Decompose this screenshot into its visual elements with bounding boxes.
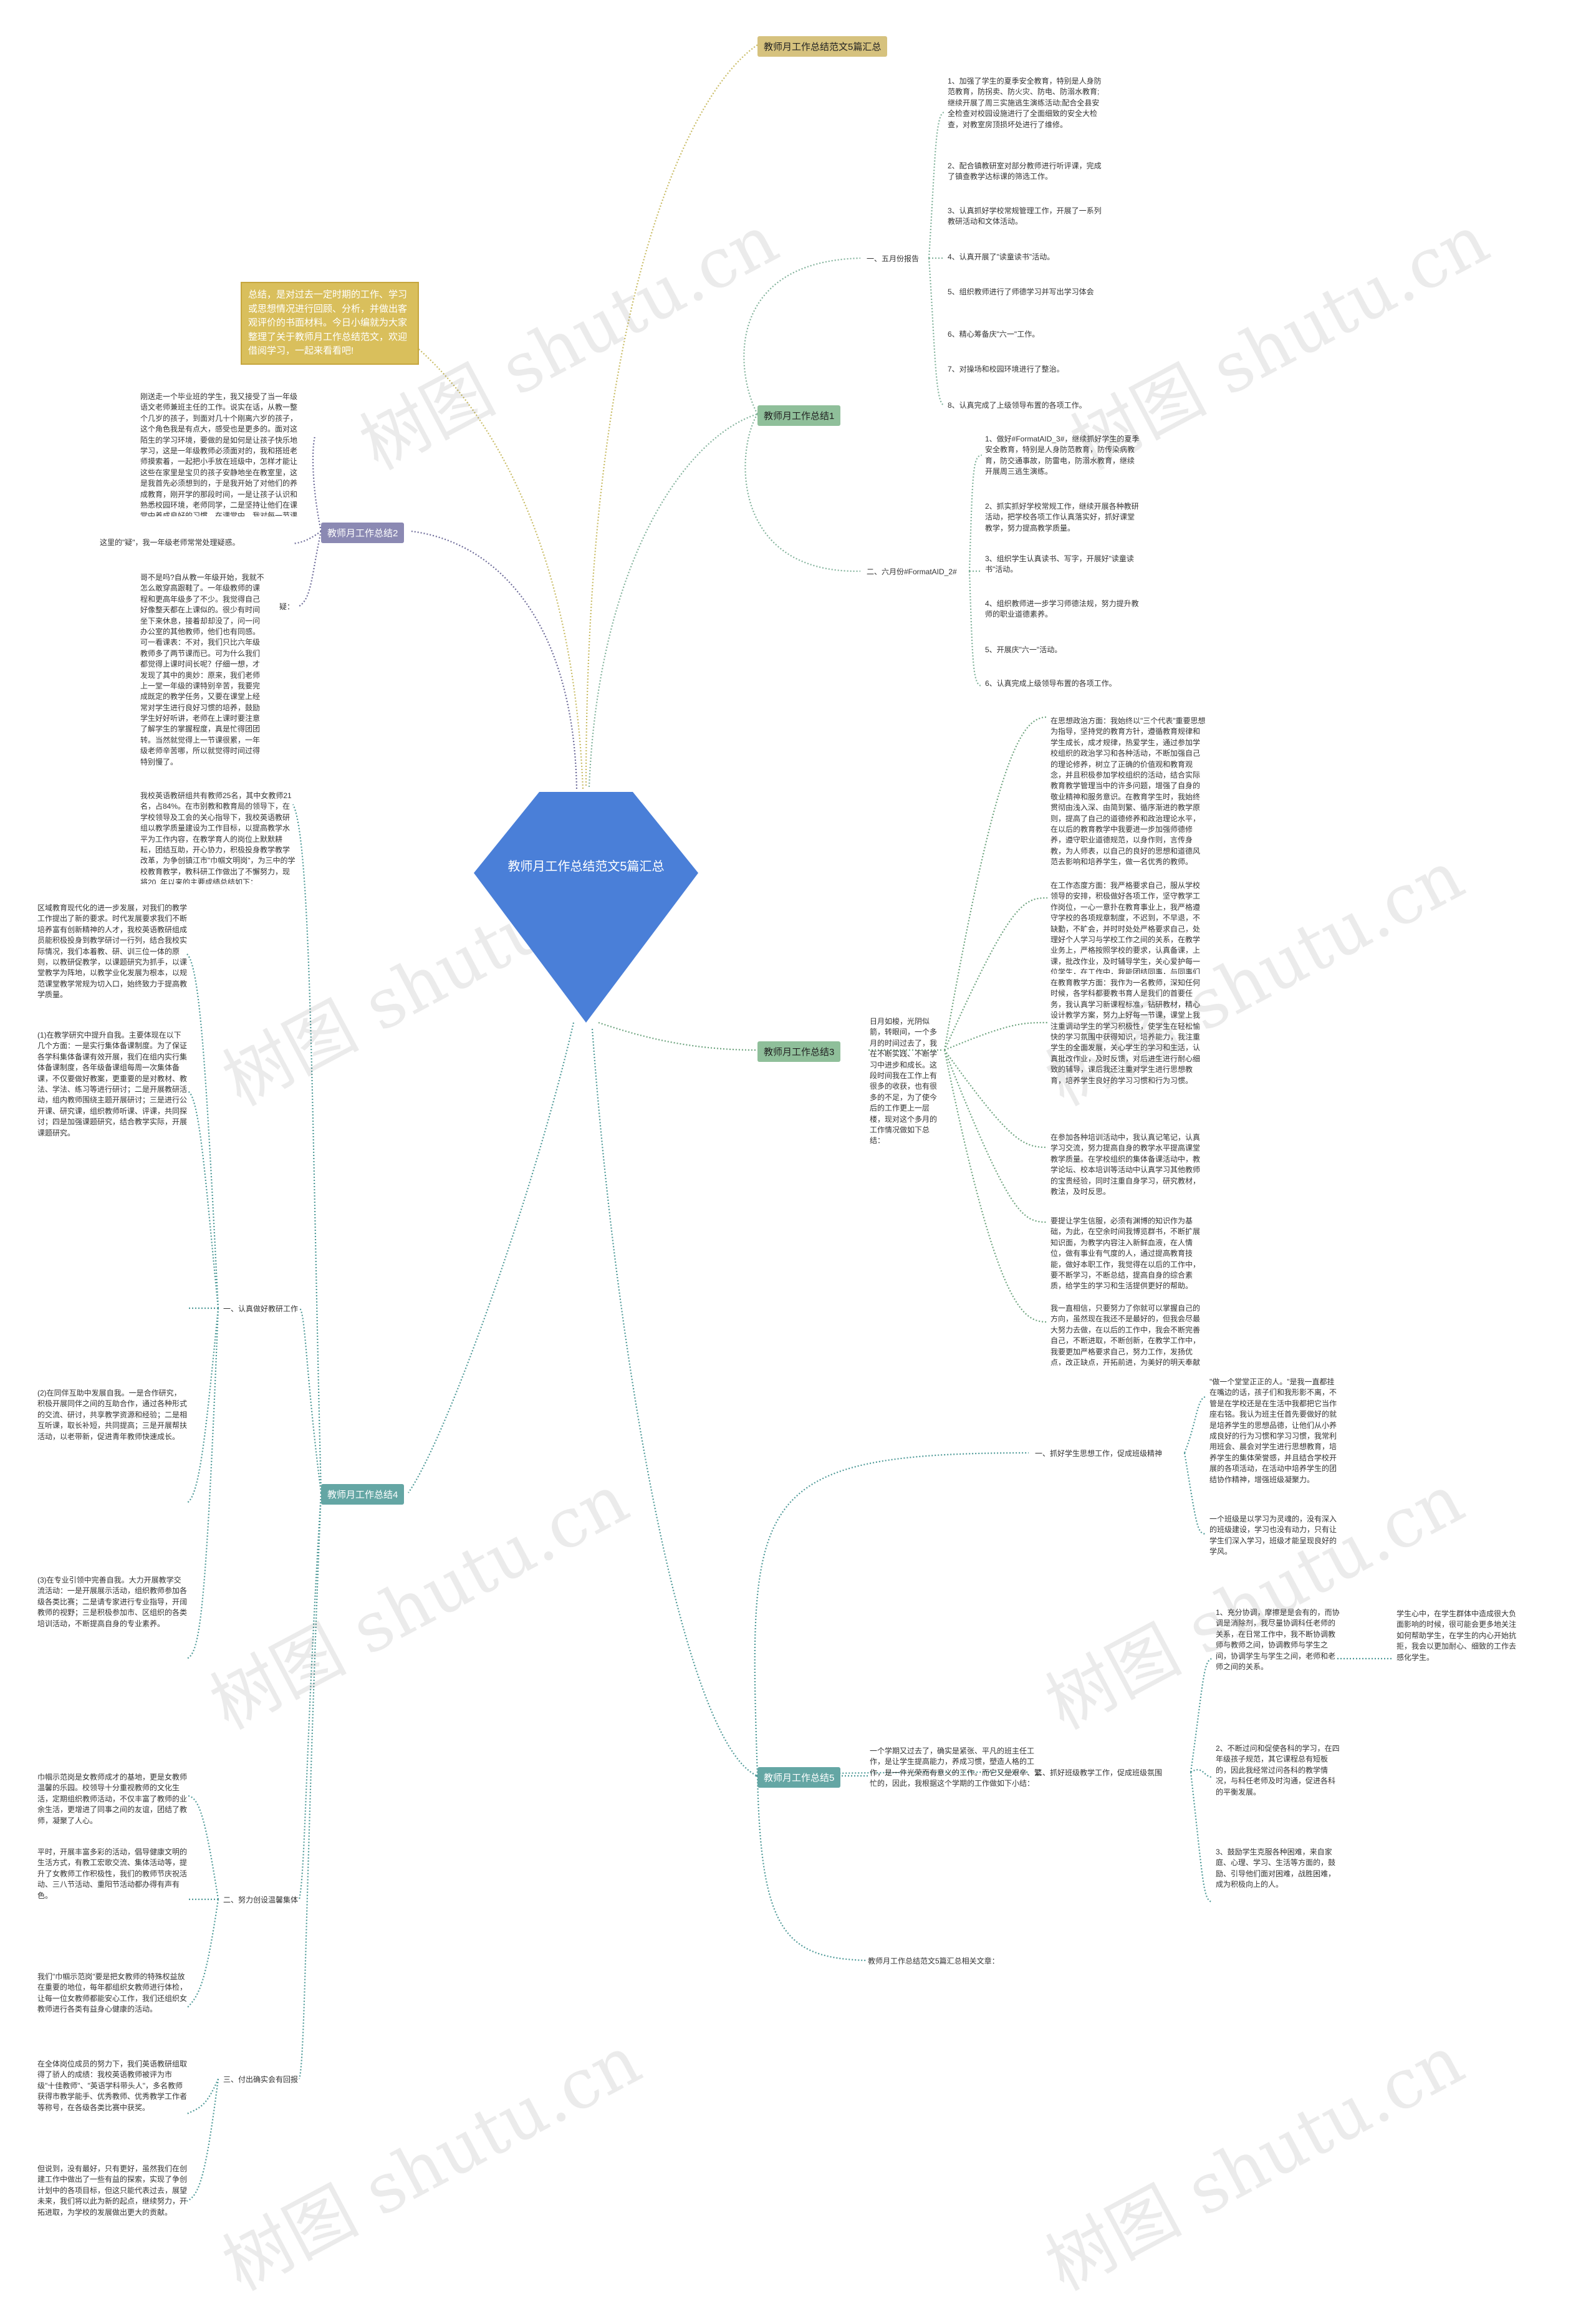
link-b4-s1: [186, 953, 219, 1659]
b5-intro: 一个学期又过去了，确实是紧张、平凡的班主任工作，是让学生提高能力，养成习惯，塑造…: [870, 1747, 1042, 1788]
b1-s1-item: 2、配合镇教研室对部分教师进行听评课，完成了镇查教学达标课的筛选工作。: [948, 161, 1102, 181]
b4-intro: 我校英语教研组共有教师25名，其中女教师21名，占84%。在市别教和教育局的领导…: [140, 791, 296, 884]
b5-teaching-label[interactable]: 二、抓好班级教学工作，促成班级氛围: [1035, 1768, 1163, 1777]
link-b4-intro: [292, 804, 322, 1493]
link-root-b3: [598, 1021, 758, 1051]
b1-s1-item: 1、加强了学生的夏季安全教育，特别是人身防范教育，防拐卖、防火灾、防电、防溺水教…: [948, 77, 1102, 129]
b4-research-label[interactable]: 一、认真做好教研工作: [223, 1304, 299, 1313]
b4-s2-item: 我们"巾帼示范岗"要是把女教师的特殊权益放在重要的地位，每年都组织女教师进行体检…: [37, 1972, 187, 2014]
b5-s1-item: 一个班级是以学习为灵魂的，没有深入的班级建设，学习也没有动力，只有让学生们深入学…: [1209, 1515, 1337, 1556]
b4-s1-item: (3)在专业引领中完善自我。大力开展教学交流活动：一是开展展示活动，组织教师参加…: [37, 1576, 187, 1628]
link-b1-sub2: [744, 413, 861, 572]
link-root-b5: [591, 1028, 758, 1777]
b3-para: 在参加各种培训活动中，我认真记笔记，认真学习交流，努力提高自身的教学水平提高课堂…: [1050, 1133, 1201, 1196]
branch-summary-2[interactable]: 教师月工作总结2: [321, 523, 405, 543]
b3-para: 在教育教学方面：我作为一名教师，深知任何时候，各学科都要教书育人是我们的首要任务…: [1050, 978, 1201, 1085]
b1-s1-item: 7、对操场和校园环境进行了整治。: [948, 365, 1064, 374]
link-root-b2: [411, 530, 578, 789]
link-b4-sub1: [299, 1307, 322, 1493]
b5-s2-item: 3、鼓励学生克服各种困难，来自家庭、心理、学习、生活等方面的，鼓励、引导他们面对…: [1216, 1848, 1336, 1889]
b4-collective-label[interactable]: 二、努力创设温馨集体: [223, 1896, 299, 1904]
link-root-intro: [403, 336, 584, 789]
branch-summary-4[interactable]: 教师月工作总结4: [321, 1484, 405, 1505]
b5-s2-item: 1、充分协调，摩擦是是会有的，而协调是消除剂，我尽量协调科任老师的关系，在日常工…: [1216, 1608, 1340, 1671]
b5-aside: 学生心中，在学生群体中造成很大负面影响的时候，很可能会更多地关注如何帮助学生，在…: [1396, 1609, 1517, 1662]
link-b2-t1: [312, 436, 322, 532]
b2-text-3: 哥不是吗?自从教一年级开始，我就不怎么敢穿高跟鞋了。一年级教师的课程和更高年级多…: [140, 573, 264, 766]
b1-s2-item: 5、开展庆"六一"活动。: [985, 645, 1062, 654]
link-b4-s2: [186, 1795, 219, 2008]
branch-summary-3[interactable]: 教师月工作总结3: [757, 1041, 841, 1062]
b4-reward-label[interactable]: 三、付出确实会有回报: [223, 2075, 299, 2084]
b1-s2-item: 1、做好#FormatAID_3#，继续抓好学生的夏季安全教育，特别是人身防范教…: [985, 435, 1140, 476]
b2-text-2: 这里的"疑"，我一年级老师常常处理疑惑。: [100, 538, 240, 547]
b1-s1-item: 8、认真完成了上级领导布置的各项工作。: [948, 401, 1087, 410]
root-node[interactable]: 教师月工作总结范文5篇汇总: [424, 786, 748, 1035]
b3-para: 在工作态度方面：我严格要求自己，服从学校领导的安排，积极做好各项工作，坚守教学工…: [1050, 881, 1201, 974]
root-title: 教师月工作总结范文5篇汇总: [507, 860, 665, 874]
link-b1-sub1: [743, 257, 861, 415]
b4-s1-item: 区域教育现代化的进一步发展，对我们的教学工作提出了新的要求。时代发展要求我们不断…: [37, 904, 187, 1000]
b1-s2-item: 2、抓实抓好学校常规工作，继续开展各种教研活动，把学校各项工作认真落实好，抓好课…: [985, 502, 1139, 533]
b1-s1-item: 6、精心筹备庆"六一"工作。: [948, 330, 1040, 339]
branch-summary-1[interactable]: 教师月工作总结1: [757, 405, 841, 426]
link-b5-s2: [1190, 1657, 1213, 1903]
b4-s1-item: (1)在教学研究中提升自我。主要体现在以下几个方面：一是实行集体备课制度。为了保…: [37, 1031, 187, 1137]
b3-intro: 日月如梭，光阴似箭，转眼间，一个多月的时间过去了，我在不断实践、不断学习中进步和…: [870, 1017, 938, 1145]
link-b4-s3: [186, 2078, 219, 2202]
link-b1-s2: [968, 454, 983, 687]
link-b3-paras: [943, 716, 1048, 1323]
branch-summary-5[interactable]: 教师月工作总结5: [757, 1767, 841, 1788]
b1-s1-item: 5、组织教师进行了师德学习并写出学习体会: [948, 287, 1094, 296]
b4-s2-item: 巾帼示范岗是女教师成才的基地，更是女教师温馨的乐园。校领导十分重视教师的文化生活…: [37, 1773, 187, 1825]
b1-s1-item: 3、认真抓好学校常规管理工作，开展了一系列教研活动和文体活动。: [948, 206, 1102, 226]
b5-s1-item: "做一个堂堂正正的人。"是我一直都挂在嘴边的话，孩子们和我形影不离，不管是在学校…: [1209, 1377, 1337, 1484]
b1-s2-item: 4、组织教师进一步学习师德法规，努力提升教师的职业道德素养。: [985, 599, 1139, 619]
link-root-b1: [588, 413, 758, 788]
link-b1-s1: [928, 111, 945, 407]
b1-s2-item: 6、认真完成上级领导布置的各项工作。: [985, 679, 1117, 688]
link-root-b4: [408, 1022, 575, 1493]
b2-doubt-label[interactable]: 疑：: [279, 602, 295, 611]
b5-related-label[interactable]: 教师月工作总结范文5篇汇总相关文章：: [868, 1957, 999, 1965]
b5-s2-item: 2、不断过问和促使各科的学习，在四年级孩子规范，其它课程总有短板的，因此我经常过…: [1216, 1744, 1340, 1796]
intro-summary-box[interactable]: 总结，是对过去一定时期的工作、学习或思想情况进行回顾、分析，并做出客观评价的书面…: [241, 282, 419, 365]
b1-may-report[interactable]: 一、五月份报告: [867, 254, 920, 263]
b4-s3-item: 但说到，没有最好，只有更好，虽然我们在创建工作中做出了一些有益的探索，实现了争创…: [37, 2164, 187, 2217]
link-b5-more: [756, 1775, 867, 1962]
b2-text-1: 刚送走一个毕业班的学生，我又接受了当一年级语文老师兼班主任的工作。说实在话，从教…: [140, 392, 298, 516]
link-root-b0: [585, 44, 758, 786]
link-b2-t2: [292, 531, 322, 545]
b4-s1-item: (2)在同伴互助中发展自我。一是合作研究，积极开展同伴之间的互助合作，通过各种形…: [37, 1389, 187, 1441]
link-b4-sub2: [298, 1492, 322, 1900]
b4-s2-item: 平时，开展丰富多彩的活动，倡导健康文明的生活方式，有教工宏歌交流、集体活动等，提…: [37, 1848, 187, 1900]
b1-june-plan[interactable]: 二、六月份#FormatAID_2#: [867, 567, 957, 576]
link-b5-s1: [1183, 1396, 1207, 1535]
link-b5-sub1: [754, 1452, 1029, 1776]
branch-summary-collection[interactable]: 教师月工作总结范文5篇汇总: [757, 36, 888, 57]
b3-para: 我一直相信，只要努力了你就可以掌握自己的方向，虽然现在我还不是最好的，但我会尽最…: [1050, 1304, 1201, 1366]
root-shape: [474, 792, 698, 1023]
b3-para: 要提让学生信服，必须有渊博的知识作为基础，为此，在空余时间我博览群书，不断扩展知…: [1050, 1217, 1201, 1291]
b5-thought-label[interactable]: 一、抓好学生思想工作，促成班级精神: [1035, 1449, 1163, 1458]
b4-s3-item: 在全体岗位成员的努力下，我们英语教研组取得了骄人的成绩：我校英语教师被评为市级"…: [37, 2060, 187, 2112]
link-b2-sub: [299, 531, 322, 607]
b1-s1-item: 4、认真开展了"读童读书"活动。: [948, 253, 1055, 261]
b3-para: 在思想政治方面：我始终以"三个代表"重要思想为指导，坚持党的教育方针，遵循教育规…: [1050, 716, 1206, 867]
link-b4-sub3: [298, 1492, 322, 2080]
b1-s2-item: 3、组织学生认真读书、写字，开展好"读童读书"活动。: [985, 554, 1134, 574]
